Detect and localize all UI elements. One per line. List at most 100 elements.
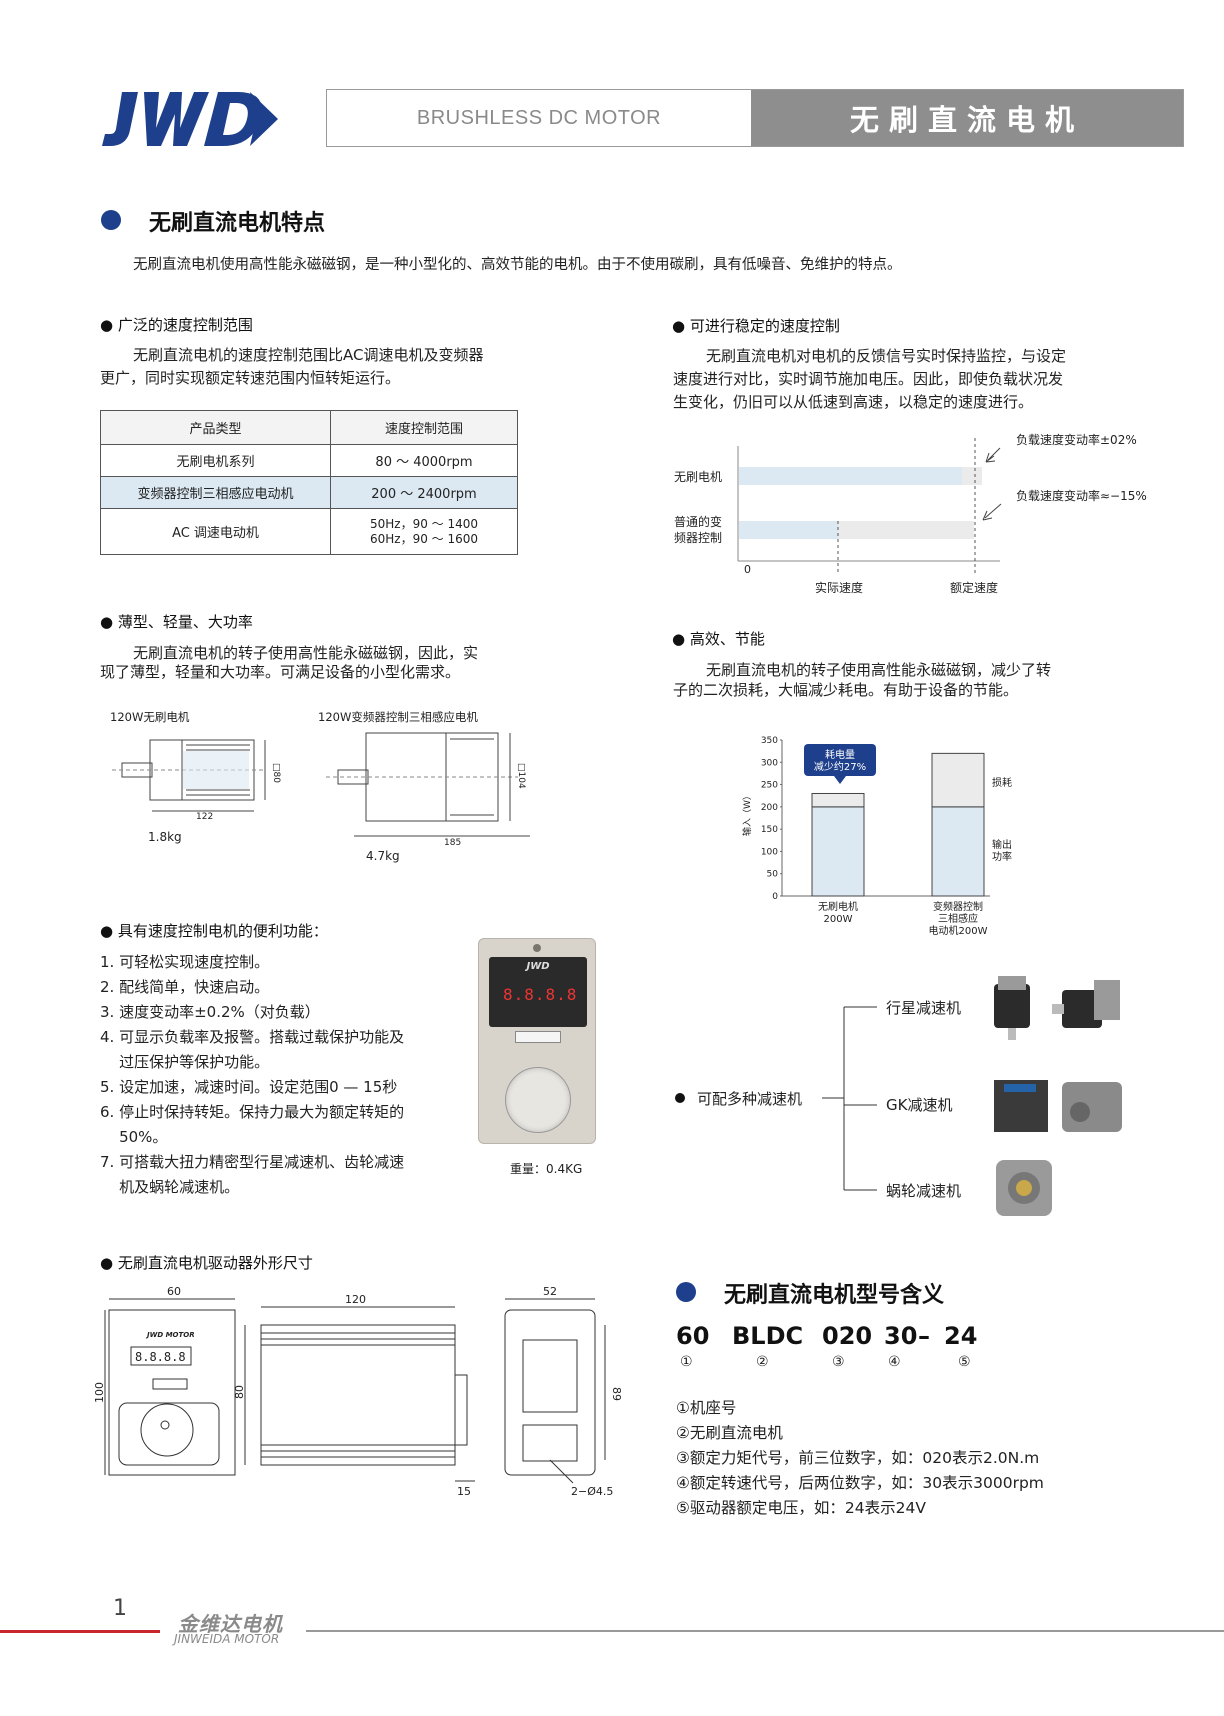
- x-label-actual: 实际速度: [815, 580, 863, 595]
- table-header-cell: 产品类型: [100, 410, 331, 445]
- function-item: 2. 配线简单，快速启动。: [100, 978, 270, 996]
- bar-loss: [811, 792, 865, 808]
- speed-controller-image: JWD 8.8.8.8: [478, 938, 596, 1144]
- controller-knob: [505, 1067, 571, 1133]
- thin-heading: ● 薄型、轻量、大功率: [100, 613, 253, 631]
- reducer-item-gk: GK减速机: [886, 1096, 953, 1114]
- driver-dims-heading: ● 无刷直流电机驱动器外形尺寸: [100, 1254, 313, 1272]
- table-cell: 200 ～ 2400rpm: [330, 476, 518, 509]
- functions-list: 1. 可轻松实现速度控制。2. 配线简单，快速启动。3. 速度变动率±0.2%（…: [100, 950, 480, 1200]
- circle-5: ⑤: [958, 1354, 971, 1370]
- arrow-1: [985, 447, 1001, 463]
- thin-text-1: 无刷直流电机的转子使用高性能永磁磁钢，因此，实: [133, 644, 479, 662]
- footer-rule-grey: [306, 1630, 1224, 1632]
- side-tab: 15: [457, 1485, 471, 1498]
- side-height: 80: [233, 1385, 246, 1399]
- callout-box: [804, 744, 876, 776]
- model-part-dash: –: [918, 1322, 930, 1350]
- table-cell: 变频器控制三相感应电动机: [100, 476, 331, 509]
- function-item: 机及蜗轮减速机。: [100, 1178, 240, 1196]
- bar-output: [931, 806, 985, 897]
- front-width: 60: [167, 1285, 181, 1298]
- legend-loss: 损耗: [992, 776, 1012, 789]
- motor2-width: 185: [444, 838, 461, 848]
- model-part-speed: 30: [884, 1322, 918, 1350]
- function-item: 50%。: [100, 1128, 168, 1146]
- circle-2: ②: [756, 1354, 769, 1370]
- functions-heading: ● 具有速度控制电机的便利功能：: [100, 922, 328, 940]
- category-label: 无刷电机: [818, 900, 858, 913]
- function-item: 过压保护等保护功能。: [100, 1053, 270, 1071]
- model-explain-item: ②无刷直流电机: [676, 1424, 783, 1442]
- y-axis-label: 输入（W）: [741, 791, 753, 836]
- controller-face: JWD 8.8.8.8: [489, 957, 587, 1027]
- y-tick-label: 250: [761, 781, 778, 791]
- circle-1: ①: [680, 1354, 693, 1370]
- table-cell: 80 ～ 4000rpm: [330, 444, 518, 477]
- features-title: 无刷直流电机特点: [149, 211, 326, 236]
- efficiency-text-2: 子的二次损耗，大幅减少耗电。有助于设备的节能。: [673, 681, 1019, 699]
- arrow-2: [982, 503, 1002, 521]
- annotation-inverter: 负载速度变动率≈−15%: [1016, 488, 1147, 503]
- stable-speed-heading: ● 可进行稳定的速度控制: [672, 317, 840, 335]
- model-part-voltage: 24: [944, 1322, 978, 1350]
- side-width: 120: [345, 1293, 366, 1306]
- category-label: 变频器控制: [933, 900, 983, 913]
- y-tick-label: 150: [761, 825, 778, 835]
- bar-output: [811, 806, 865, 897]
- row-label-brushless: 无刷电机: [674, 470, 722, 484]
- reducer-label: 可配多种减速机: [697, 1090, 803, 1108]
- speed-range-text-2: 更广，同时实现额定转速范围内恒转矩运行。: [100, 369, 401, 387]
- thin-text-2: 现了薄型，轻量和大功率。可满足设备的小型化需求。: [100, 663, 461, 681]
- annotation-brushless: 负载速度变动率±02%: [1016, 432, 1137, 447]
- y-tick-label: 100: [761, 847, 778, 857]
- back-height: 89: [610, 1387, 623, 1401]
- front-brand: JWD MOTOR: [145, 1331, 195, 1339]
- table-cell-line: 60Hz，90 ～ 1600: [369, 531, 479, 546]
- table-cell: 无刷电机系列: [100, 444, 331, 477]
- controller-screw-icon: [533, 944, 541, 952]
- table-cell: 50Hz，90 ～ 1400 60Hz，90 ～ 1600: [330, 508, 518, 555]
- circle-4: ④: [888, 1354, 901, 1370]
- model-explain-item: ⑤驱动器额定电压，如：24表示24V: [676, 1499, 926, 1517]
- front-height: 100: [95, 1382, 106, 1403]
- brand-logo: [100, 88, 278, 150]
- motor1-width: 122: [196, 812, 213, 822]
- section-bullet: [101, 210, 121, 230]
- back-hole: 2−Ø4.5: [571, 1485, 613, 1498]
- function-item: 6. 停止时保持转矩。保持力最大为额定转矩的: [100, 1103, 405, 1121]
- reducer-item-worm: 蜗轮减速机: [886, 1182, 962, 1200]
- gk-reducer-image: [994, 1080, 1122, 1132]
- efficiency-heading: ● 高效、节能: [672, 630, 765, 648]
- footer-brand-en: JINWEIDA MOTOR: [174, 1632, 280, 1646]
- motor2-label: 120W变频器控制三相感应电机: [318, 710, 478, 724]
- table-header-row: 产品类型 速度控制范围: [100, 410, 518, 445]
- driver-dimension-drawing: 60 100 JWD MOTOR 8.8.8.8 120 80 15 52 89…: [95, 1285, 623, 1498]
- section-bullet: [676, 1282, 696, 1302]
- features-intro: 无刷直流电机使用高性能永磁磁钢，是一种小型化的、高效节能的电机。由于不使用碳刷，…: [133, 257, 902, 273]
- motor-size-comparison: 120W无刷电机 122 □80 1.8kg 120W变频器控制三相感应电机 1…: [110, 710, 530, 863]
- table-row: 变频器控制三相感应电动机 200 ～ 2400rpm: [100, 476, 518, 509]
- footer-brand-cn: 金维达电机: [178, 1612, 283, 1636]
- callout-pointer: [834, 776, 846, 784]
- header-frame: [326, 89, 1184, 147]
- front-display: 8.8.8.8: [135, 1350, 186, 1364]
- function-item: 5. 设定加速，减速时间。设定范围0 — 15秒: [100, 1078, 398, 1096]
- efficiency-text-1: 无刷直流电机的转子使用高性能永磁磁钢，减少了转: [706, 661, 1052, 679]
- motor2-drawing: [326, 732, 530, 837]
- controller-switch: [515, 1031, 561, 1043]
- table-cell-line: 50Hz，90 ～ 1400: [369, 516, 479, 531]
- function-item: 7. 可搭载大扭力精密型行星减速机、齿轮减速: [100, 1153, 405, 1171]
- table-row: AC 调速电动机 50Hz，90 ～ 1400 60Hz，90 ～ 1600: [100, 508, 518, 555]
- category-label: 三相感应: [938, 912, 978, 925]
- legend-output-2: 功率: [992, 850, 1012, 863]
- function-item: 3. 速度变动率±0.2%（对负载）: [100, 1003, 320, 1021]
- model-explain-item: ①机座号: [676, 1399, 737, 1417]
- y-tick-label: 0: [772, 892, 778, 902]
- motor2-weight: 4.7kg: [366, 849, 400, 863]
- worm-reducer-image: [996, 1160, 1052, 1216]
- motor1-label: 120W无刷电机: [110, 710, 190, 724]
